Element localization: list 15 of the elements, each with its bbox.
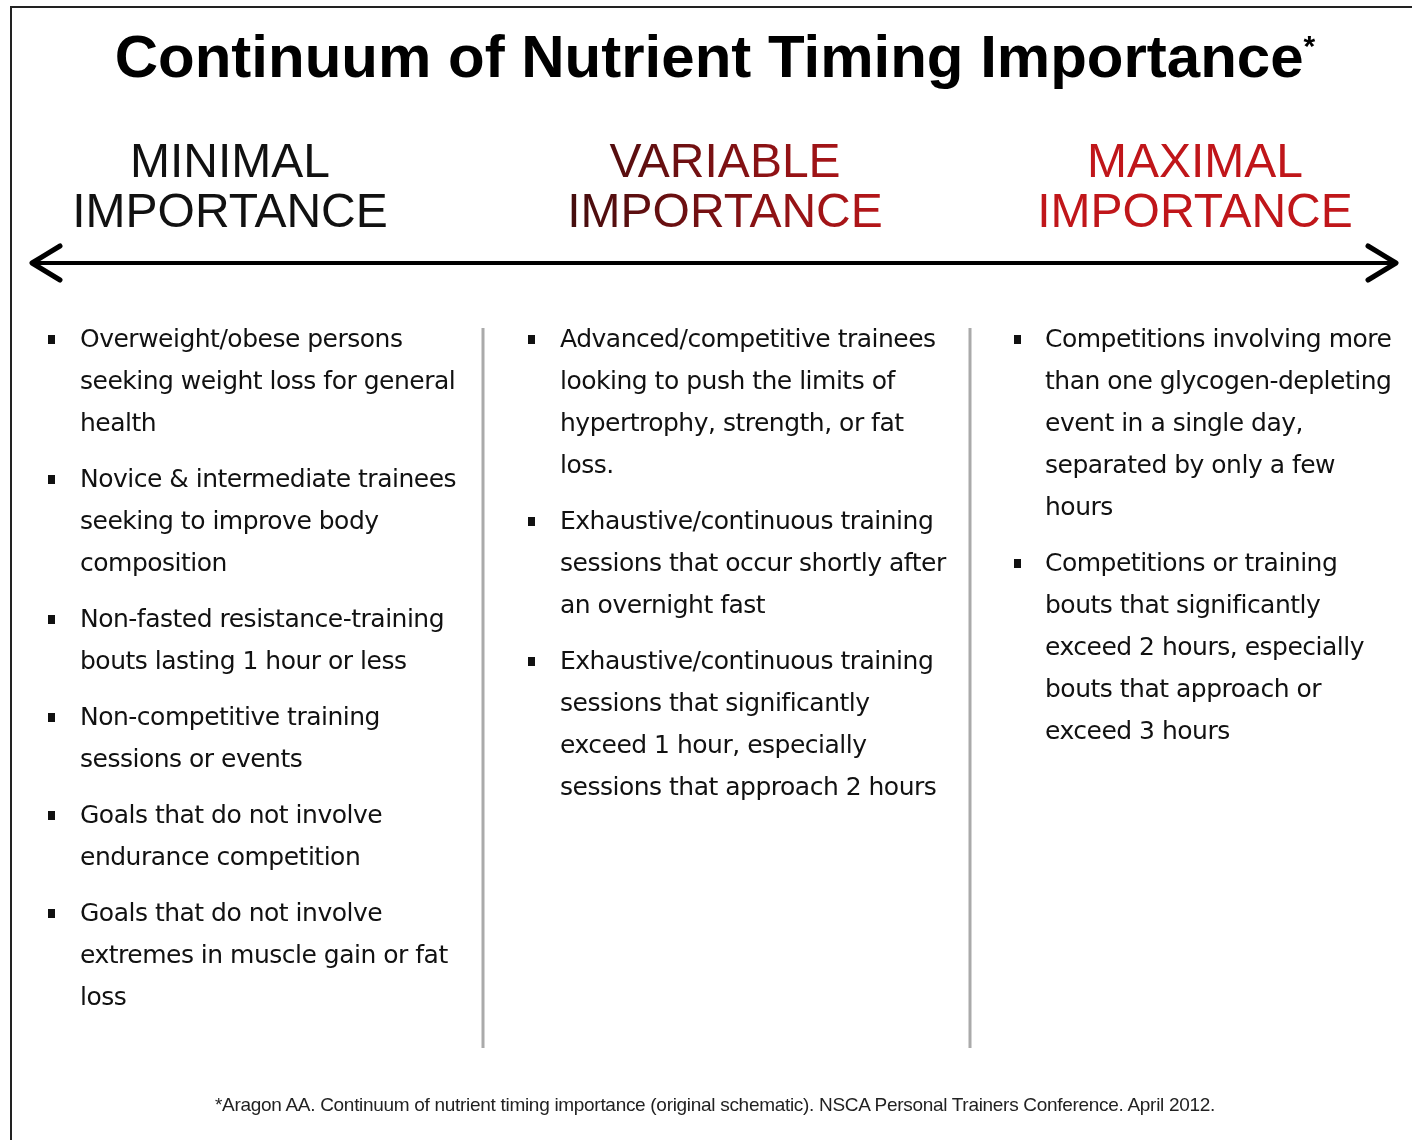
bullet-item: Exhaustive/continuous training sessions that significantly exceed 1 hour, especially sessions that approach 2 hours bbox=[560, 645, 938, 803]
title: Continuum of Nutrient Timing Importance$^{*}$ bbox=[113, 22, 1317, 91]
bullet-item: Novice & intermediate trainees seeking to improve body composition bbox=[80, 463, 458, 579]
bullet-item: Non-fasted resistance-training bouts lasting 1 hour or less bbox=[80, 603, 446, 677]
footnote: *Aragon AA. Continuum of nutrient timing importance (original schematic). NSCA Personal Trainers Conference. April 2012. bbox=[214, 1094, 1216, 1116]
bullet-item: Overweight/obese persons seeking weight loss for general health bbox=[80, 323, 457, 439]
bullet-item: Exhaustive/continuous training sessions that occur shortly after an overnight fast bbox=[560, 505, 948, 621]
bullet-item: Goals that do not involve extremes in muscle gain or fat loss bbox=[80, 897, 449, 1013]
bullet-item: Non-competitive training sessions or events bbox=[80, 701, 381, 775]
bullet-item: Competitions or training bouts that significantly exceed 2 hours, especially bouts that approach or exceed 3 hours bbox=[1045, 547, 1365, 747]
bullet-item: Goals that do not involve endurance competition bbox=[80, 799, 384, 873]
importance-heading: MINIMAL IMPORTANCE bbox=[71, 136, 389, 236]
bullet-item: Competitions involving more than one glycogen-depleting event in a single day, separated by only a few hours bbox=[1045, 323, 1393, 523]
bullet-item: Advanced/competitive trainees looking to push the limits of hypertrophy, strength, or fat loss. bbox=[560, 323, 937, 481]
importance-heading: MAXIMAL IMPORTANCE bbox=[1036, 136, 1354, 236]
